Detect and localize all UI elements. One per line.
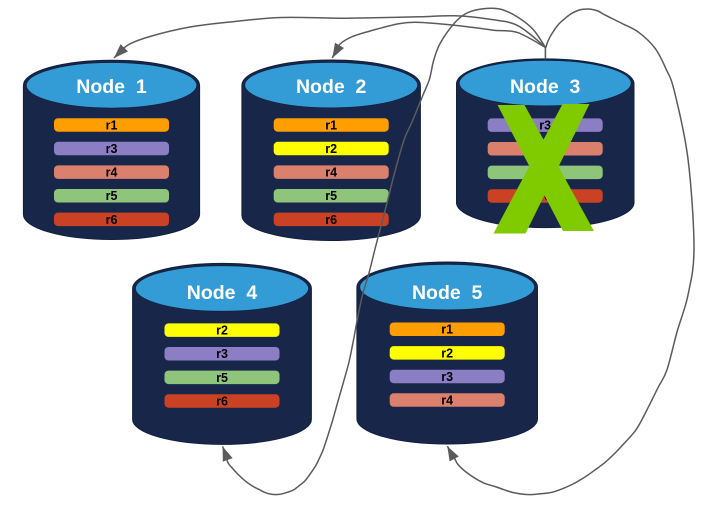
svg-text:r5: r5	[106, 189, 118, 203]
svg-text:r1: r1	[325, 118, 337, 132]
svg-text:r3: r3	[216, 347, 228, 361]
svg-text:Node 1: Node 1	[76, 76, 147, 98]
svg-text:r6: r6	[325, 213, 337, 227]
svg-text:r5: r5	[325, 189, 337, 203]
svg-text:r3: r3	[539, 119, 551, 133]
svg-text:Node 4: Node 4	[187, 282, 258, 304]
svg-text:r3: r3	[106, 142, 118, 156]
svg-text:r2: r2	[441, 346, 453, 360]
svg-text:r1: r1	[106, 118, 118, 132]
svg-text:r6: r6	[216, 394, 228, 408]
svg-text:r6: r6	[106, 213, 118, 227]
svg-text:r2: r2	[216, 324, 228, 338]
svg-text:Node 3: Node 3	[510, 76, 581, 98]
svg-text:Node 2: Node 2	[296, 76, 367, 98]
svg-text:r4: r4	[106, 166, 118, 180]
svg-text:r5: r5	[216, 371, 228, 385]
svg-text:r3: r3	[441, 370, 453, 384]
svg-text:Node 5: Node 5	[412, 282, 483, 304]
svg-text:r1: r1	[441, 323, 453, 337]
svg-text:r4: r4	[441, 394, 453, 408]
svg-text:r2: r2	[325, 142, 337, 156]
svg-text:r4: r4	[325, 166, 337, 180]
